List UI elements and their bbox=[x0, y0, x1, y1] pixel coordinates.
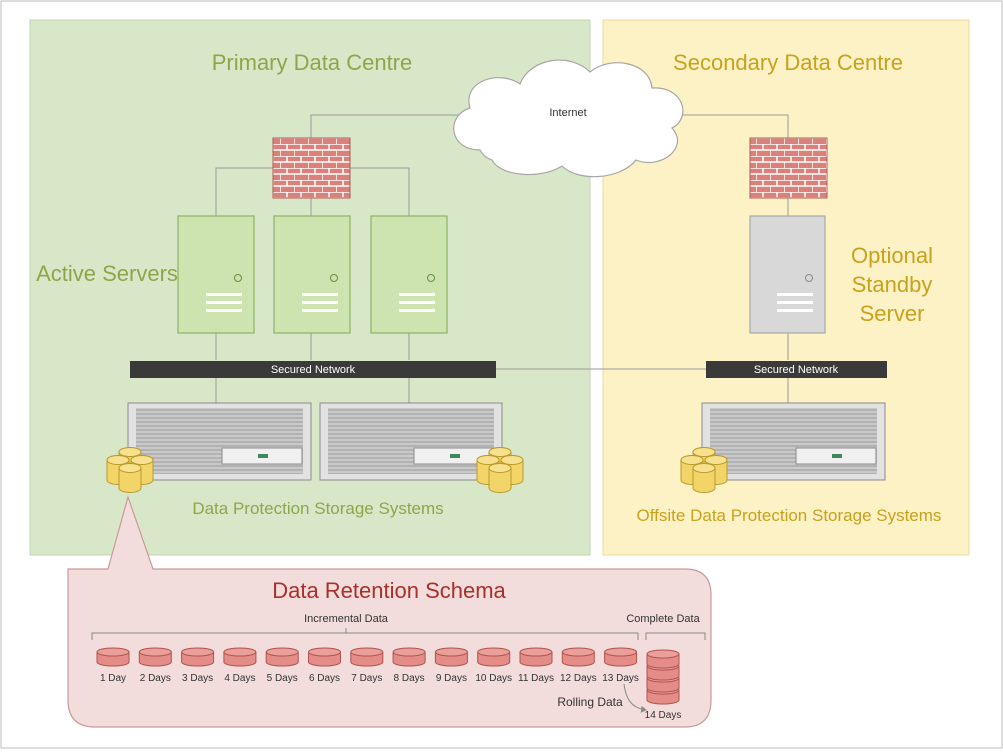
storage-rack-2-icon bbox=[319, 402, 503, 481]
day-label: 13 Days bbox=[602, 673, 639, 684]
day-disk-icon bbox=[434, 647, 468, 667]
day-label: 12 Days bbox=[560, 673, 597, 684]
secondary-secured-network-bar bbox=[706, 361, 887, 378]
standby-label-line-1: Optional bbox=[851, 243, 933, 268]
rolling-arrow bbox=[623, 683, 647, 713]
rolling-label: Rolling Data bbox=[557, 695, 623, 709]
day-disk-icon bbox=[392, 647, 426, 667]
day-label: 11 Days bbox=[518, 673, 554, 684]
day-disk-icon bbox=[477, 647, 511, 667]
standby-server-icon bbox=[749, 215, 826, 334]
secondary-title: Secondary Data Centre bbox=[673, 50, 903, 75]
standby-label-line-3: Server bbox=[860, 301, 925, 326]
connector-lines bbox=[215, 114, 789, 403]
day-label: 5 Days bbox=[267, 673, 298, 684]
day-disk-icon bbox=[561, 647, 595, 667]
day-disk-icon bbox=[181, 647, 215, 667]
active-servers-label: Active Servers bbox=[36, 261, 178, 286]
day-label: 2 Days bbox=[140, 673, 171, 684]
day-label: 9 Days bbox=[436, 673, 467, 684]
offsite-storage-rack-icon bbox=[701, 402, 886, 481]
incremental-bracket bbox=[91, 628, 639, 640]
complete-bracket bbox=[645, 632, 706, 640]
primary-secured-network-bar bbox=[130, 361, 496, 378]
day-label: 3 Days bbox=[182, 673, 213, 684]
complete-data-stack-icon bbox=[646, 649, 680, 705]
retention-title: Data Retention Schema bbox=[272, 578, 506, 603]
internet-cloud: Internet bbox=[453, 59, 684, 178]
day-label: 10 Days bbox=[475, 673, 512, 684]
day-label: 7 Days bbox=[351, 673, 382, 684]
primary-firewall-icon bbox=[272, 137, 351, 199]
day-label: 6 Days bbox=[309, 673, 340, 684]
day-disk-icon bbox=[308, 647, 341, 667]
storage-rack-1-icon bbox=[127, 402, 312, 481]
standby-label-line-2: Standby bbox=[852, 272, 933, 297]
day-label: 4 Days bbox=[224, 673, 255, 684]
day-label: 8 Days bbox=[394, 673, 425, 684]
day-disk-icon bbox=[604, 647, 638, 667]
active-server-1-icon bbox=[177, 215, 255, 334]
retention-callout bbox=[67, 494, 712, 728]
secondary-firewall-icon bbox=[749, 137, 828, 199]
secondary-network-label: Secured Network bbox=[754, 364, 839, 376]
day-disk-icon bbox=[96, 647, 130, 667]
day-disk-icon bbox=[223, 647, 257, 667]
primary-title: Primary Data Centre bbox=[212, 50, 413, 75]
primary-storage-label: Data Protection Storage Systems bbox=[192, 499, 443, 518]
internet-label: Internet bbox=[549, 107, 586, 119]
primary-network-label: Secured Network bbox=[271, 364, 356, 376]
day-disks: 1 Day 2 Days 3 Days 4 Days 5 Days 6 Days 7 Day… bbox=[96, 647, 639, 684]
day-disk-icon bbox=[519, 647, 553, 667]
day-label: 1 Day bbox=[100, 673, 126, 684]
incremental-label: Incremental Data bbox=[304, 613, 389, 625]
day-disk-icon bbox=[138, 647, 172, 667]
day-disk-icon bbox=[350, 647, 384, 667]
day-disk-icon bbox=[265, 647, 299, 667]
offsite-storage-label: Offsite Data Protection Storage Systems bbox=[637, 506, 942, 525]
active-server-3-icon bbox=[370, 215, 448, 334]
complete-label: Complete Data bbox=[626, 613, 700, 625]
complete-day-label: 14 Days bbox=[645, 710, 682, 721]
active-server-2-icon bbox=[273, 215, 351, 334]
